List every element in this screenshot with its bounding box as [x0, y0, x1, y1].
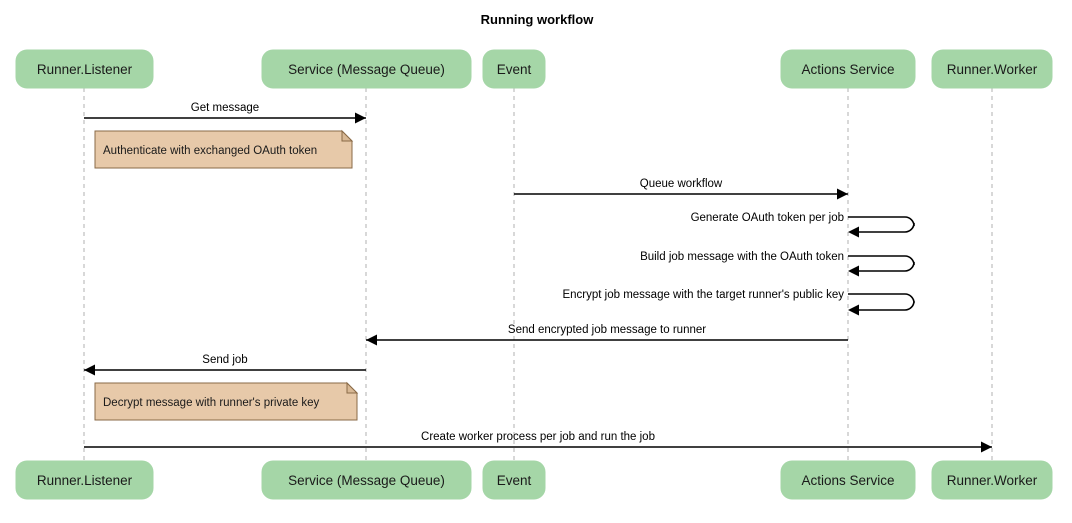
participant-runner-worker-top[interactable]: Runner.Worker — [931, 49, 1053, 89]
participant-service-message-queue-bottom[interactable]: Service (Message Queue) — [261, 460, 472, 500]
message-get-message[interactable]: Get message — [84, 102, 366, 124]
message-send-encrypted-job-message-to-runner[interactable]: Send encrypted job message to runner — [366, 324, 848, 346]
arrow-head — [848, 265, 859, 277]
arrow-head — [366, 334, 377, 346]
message-queue-workflow[interactable]: Queue workflow — [514, 178, 848, 200]
message-label: Build job message with the OAuth token — [640, 251, 844, 263]
participant-box — [780, 460, 916, 500]
participant-box — [482, 49, 546, 89]
message-label: Send encrypted job message to runner — [508, 324, 706, 336]
message-label: Queue workflow — [640, 178, 723, 190]
participant-box — [780, 49, 916, 89]
participant-label: Actions Service — [801, 473, 894, 488]
participant-service-message-queue-top[interactable]: Service (Message Queue) — [261, 49, 472, 89]
lifelines-group — [83, 88, 993, 461]
participant-runner-listener-top[interactable]: Runner.Listener — [15, 49, 154, 89]
arrow-head — [848, 226, 859, 238]
message-label: Get message — [191, 102, 259, 114]
participant-label: Runner.Listener — [37, 62, 133, 77]
message-label: Encrypt job message with the target runn… — [562, 289, 844, 301]
message-generate-oauth-token-per-job[interactable]: Generate OAuth token per job — [691, 212, 915, 238]
participant-label: Runner.Worker — [947, 473, 1038, 488]
participant-label: Runner.Listener — [37, 473, 133, 488]
message-send-job[interactable]: Send job — [84, 354, 366, 376]
participant-box — [931, 49, 1053, 89]
participant-label: Event — [497, 62, 532, 77]
arrow-head — [84, 364, 95, 376]
participant-event-top[interactable]: Event — [482, 49, 546, 89]
note-label: Authenticate with exchanged OAuth token — [103, 145, 317, 157]
participant-label: Actions Service — [801, 62, 894, 77]
message-label: Generate OAuth token per job — [691, 212, 844, 224]
arrow-head — [848, 304, 859, 316]
note-authenticate-note: Authenticate with exchanged OAuth token — [94, 129, 354, 169]
participant-box — [15, 49, 154, 89]
note-fold-corner-icon — [346, 381, 359, 394]
message-label: Create worker process per job and run th… — [421, 431, 655, 443]
self-message-path — [848, 293, 915, 311]
participant-runner-worker-bottom[interactable]: Runner.Worker — [931, 460, 1053, 500]
participant-box — [931, 460, 1053, 500]
note-label: Decrypt message with runner's private ke… — [103, 397, 320, 409]
participant-box — [261, 49, 472, 89]
participant-label: Event — [497, 473, 532, 488]
participant-box — [482, 460, 546, 500]
participant-actions-service-top[interactable]: Actions Service — [780, 49, 916, 89]
participant-label: Runner.Worker — [947, 62, 1038, 77]
participant-actions-service-bottom[interactable]: Actions Service — [780, 460, 916, 500]
self-message-path — [848, 216, 915, 233]
self-message-path — [848, 255, 915, 272]
message-build-job-message-with-the-oauth-token[interactable]: Build job message with the OAuth token — [640, 251, 915, 277]
participant-label: Service (Message Queue) — [288, 473, 445, 488]
participant-box — [15, 460, 154, 500]
arrow-head — [355, 112, 366, 124]
message-label: Send job — [202, 354, 247, 366]
note-fold-corner-icon — [341, 129, 354, 142]
arrow-head — [981, 441, 992, 453]
participant-runner-listener-bottom[interactable]: Runner.Listener — [15, 460, 154, 500]
note-decrypt-note: Decrypt message with runner's private ke… — [94, 381, 359, 421]
participant-event-bottom[interactable]: Event — [482, 460, 546, 500]
arrow-head — [837, 188, 848, 200]
note-body — [94, 130, 353, 169]
notes-group: Authenticate with exchanged OAuth tokenD… — [94, 129, 359, 421]
message-create-worker-process-per-job-and-run-the-job[interactable]: Create worker process per job and run th… — [84, 431, 992, 453]
page-title: Running workflow — [481, 12, 595, 27]
participant-box — [261, 460, 472, 500]
message-encrypt-job-message-with-the-target-runners-public-key[interactable]: Encrypt job message with the target runn… — [562, 289, 915, 316]
note-body — [94, 382, 358, 421]
participant-label: Service (Message Queue) — [288, 62, 445, 77]
